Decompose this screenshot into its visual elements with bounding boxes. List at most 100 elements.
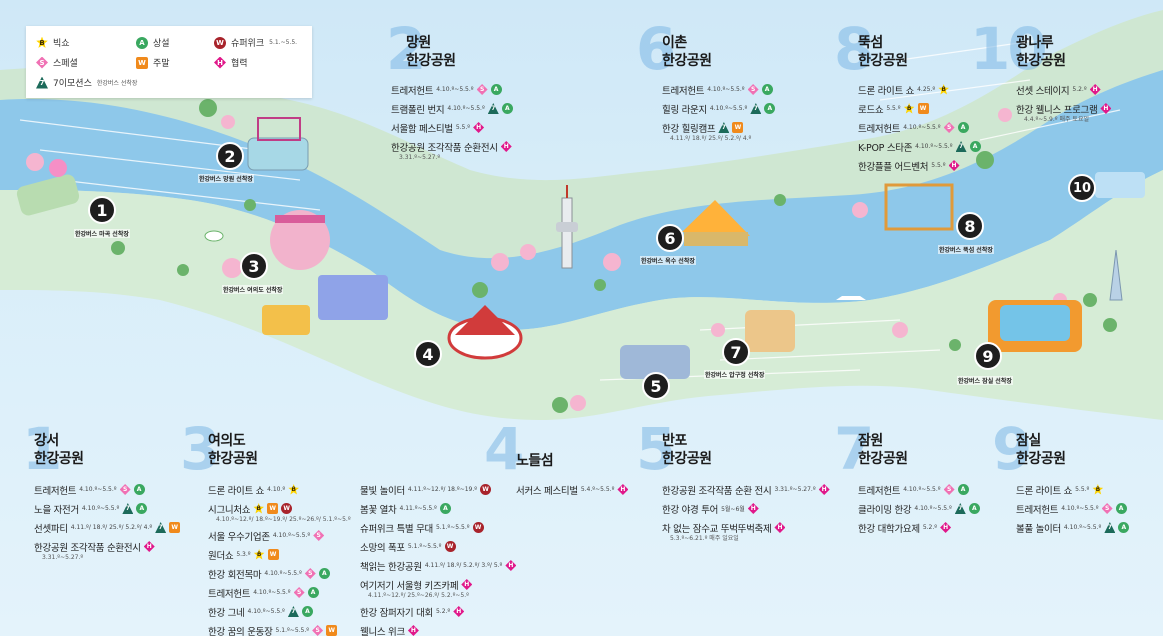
special-icon: S — [36, 56, 48, 69]
park-title-line1: 뚝섬 — [858, 35, 883, 51]
event-name: 트레저헌트 — [391, 85, 434, 97]
marker-5[interactable]: 5 — [642, 372, 670, 400]
park-number: 10 — [970, 15, 1048, 83]
marker-2[interactable]: 2 — [216, 142, 244, 170]
standing-icon: A — [136, 36, 148, 49]
event-name: K-POP 스타존 — [858, 142, 913, 154]
event-date: 4.11.º/ 18.º/ 25.º/ 5.2.º/ 4.º — [70, 524, 153, 531]
marker-10[interactable]: 10 — [1068, 174, 1096, 202]
legend-special: S 스페셜 — [36, 56, 78, 69]
event-date: 4.10.º~5.5.º — [81, 505, 120, 512]
park-title[interactable]: 노들섬 — [516, 452, 554, 470]
big-show-icon: B — [253, 503, 264, 514]
legend-cooperation: H 협력 — [214, 56, 248, 69]
marker-7[interactable]: 7 — [722, 338, 750, 366]
marker-1[interactable]: 1 — [88, 196, 116, 224]
event-name: 한강공원 조각작품 순환 전시 — [662, 485, 772, 497]
marker-9[interactable]: 9 — [974, 342, 1002, 370]
cooperation-icon: H — [617, 484, 629, 495]
stop-label-yeouido: 한강버스 여의도 선착장 — [222, 285, 284, 294]
event-name: 볼풀 놀이터 — [1016, 523, 1061, 535]
marker-3[interactable]: 3 — [240, 252, 268, 280]
park-number: 8 — [834, 15, 874, 83]
event-item[interactable]: 웰니스 위크H5.3.º/ 5.º/ 9.º~10.º/ 30.º~31.º/ … — [360, 623, 524, 636]
event-sub-date: 4.4.º~5.9.º 매주 토요일 — [1024, 116, 1089, 123]
stop-label-ttukseom: 한강버스 뚝섬 선착장 — [938, 245, 994, 254]
marker-6[interactable]: 6 — [656, 224, 684, 252]
special-icon: S — [313, 530, 325, 541]
marker-8[interactable]: 8 — [956, 212, 984, 240]
cooperation-icon: H — [461, 579, 473, 590]
park-number: 9 — [992, 415, 1032, 483]
event-date: 4.10.º~5.5.º — [253, 589, 291, 596]
park-title-line1: 광나루 — [1016, 35, 1054, 51]
cooperation-icon: H — [948, 160, 960, 171]
event-name: 웰니스 위크 — [360, 626, 405, 636]
marker-4[interactable]: 4 — [414, 340, 442, 368]
event-date: 5.5.º — [886, 105, 901, 112]
event-name: 트레저헌트 — [662, 85, 705, 97]
event-name: 트레저헌트 — [858, 123, 901, 135]
event-date: 4.25.º — [917, 86, 936, 93]
weekend-icon: W — [267, 549, 279, 560]
stop-label-jamsil: 한강버스 잠실 선착장 — [957, 376, 1013, 385]
legend-label: 주말 — [153, 59, 170, 69]
weekend-icon: W — [169, 522, 181, 533]
event-date: 4.11.º~12.º/ 18.º~19.º — [407, 486, 478, 493]
big-show-icon: B — [1092, 484, 1104, 495]
